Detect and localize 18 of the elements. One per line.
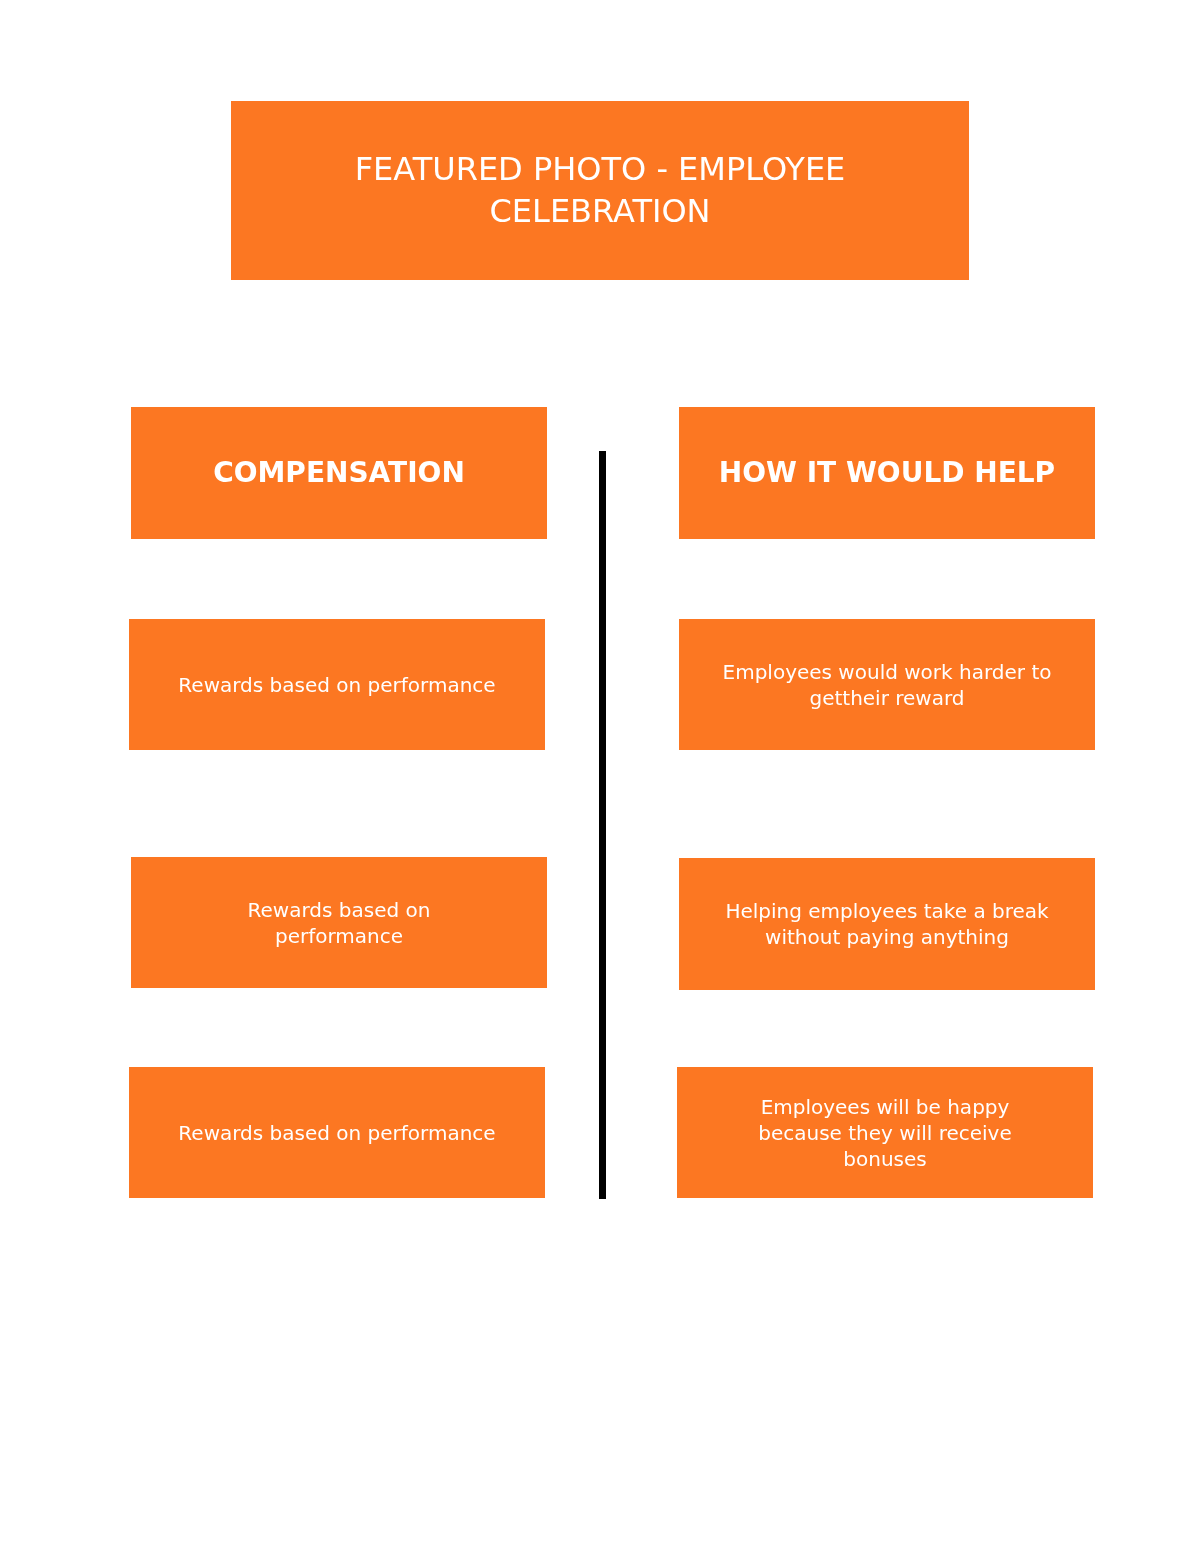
item-text: Rewards based on performance — [178, 671, 496, 698]
item-panel — [677, 1067, 1093, 1198]
column-header-panel — [679, 407, 1095, 539]
item-text: Rewards based on performance — [178, 1119, 496, 1146]
item-panel — [679, 858, 1095, 990]
item-panel — [131, 857, 547, 988]
item-text: Employees would work harder to gettheir reward — [721, 658, 1053, 711]
column-heading: HOW IT WOULD HELP — [718, 454, 1056, 491]
column-heading: COMPENSATION — [213, 454, 465, 491]
item-text: Rewards based on performance — [246, 896, 432, 949]
item-text: Employees will be happy because they will receive bonuses — [757, 1093, 1013, 1172]
title-text: FEATURED PHOTO - EMPLOYEE CELEBRATION — [353, 148, 847, 232]
item-panel — [679, 619, 1095, 750]
item-panel — [129, 619, 545, 750]
title-panel — [231, 101, 969, 280]
column-header-panel — [131, 407, 547, 539]
item-text: Helping employees take a break without paying anything — [724, 898, 1050, 950]
item-panel — [129, 1067, 545, 1198]
